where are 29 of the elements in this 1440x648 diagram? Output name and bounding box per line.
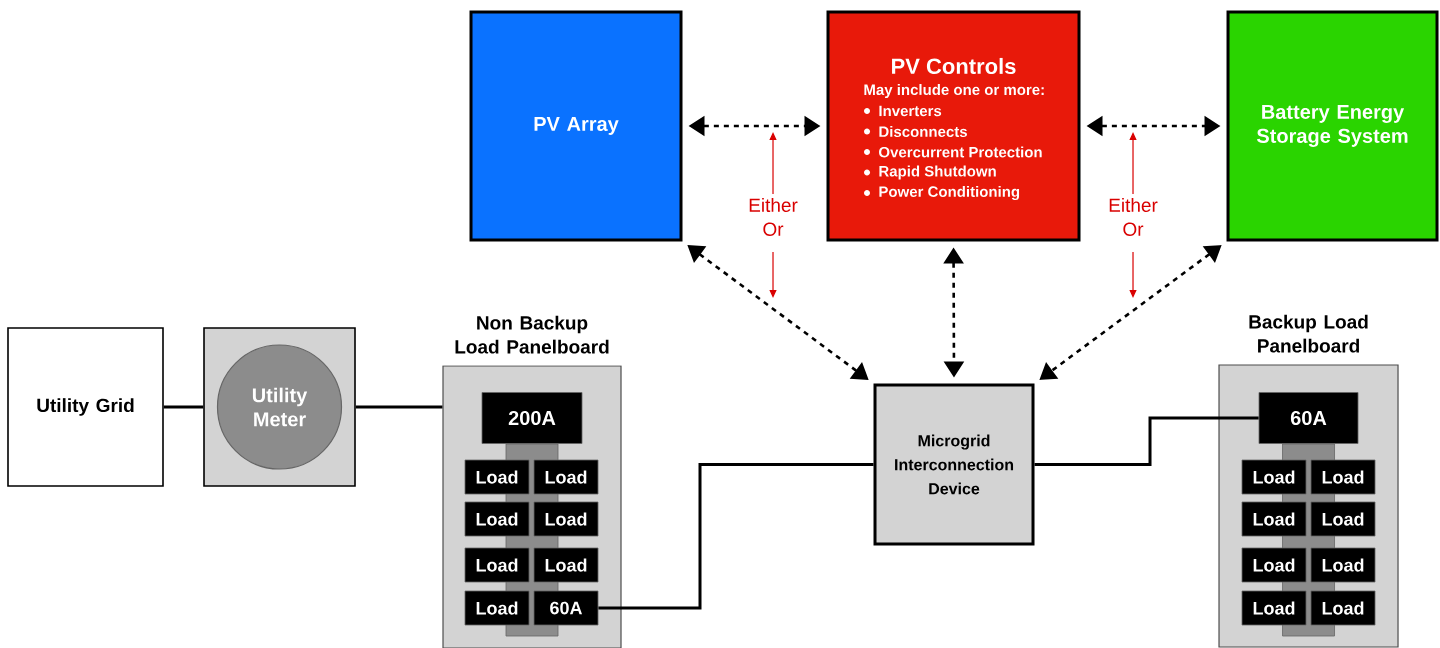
device-box: Microgrid Interconnection Device <box>873 383 1035 546</box>
load-breaker: Load <box>464 590 530 626</box>
load-breaker: Load <box>533 501 599 537</box>
either-or-label: Either Or <box>749 198 798 236</box>
load-breaker: Load <box>1241 547 1307 583</box>
connector <box>163 405 204 409</box>
load-breaker: Load <box>1310 590 1376 626</box>
grid-box: Utility Grid <box>7 327 164 487</box>
load-breaker: Load <box>533 459 599 495</box>
connector <box>1034 416 1259 466</box>
either-or-label: Either Or <box>1109 198 1158 236</box>
load-breaker: Load <box>464 501 530 537</box>
load-breaker: 60A <box>533 590 599 626</box>
load-breaker: Load <box>464 547 530 583</box>
component-box: Battery Energy Storage System <box>1226 10 1439 242</box>
connector <box>598 463 874 610</box>
load-breaker: Load <box>1241 501 1307 537</box>
controls-box: PV Controls May include one or more: Inverters Disconnects Overcurrent Protection Rapid Shutdown Power Conditioning <box>826 10 1081 242</box>
load-breaker: Load <box>533 547 599 583</box>
load-breaker: Load <box>1310 459 1376 495</box>
connector <box>355 405 443 409</box>
main-breaker: 60A <box>1258 392 1359 444</box>
load-breaker: Load <box>464 459 530 495</box>
load-breaker: Load <box>1241 590 1307 626</box>
load-breaker: Load <box>1241 459 1307 495</box>
component-box: PV Array <box>469 10 683 242</box>
load-breaker: Load <box>1310 547 1376 583</box>
load-breaker: Load <box>1310 501 1376 537</box>
main-breaker: 200A <box>481 392 583 444</box>
